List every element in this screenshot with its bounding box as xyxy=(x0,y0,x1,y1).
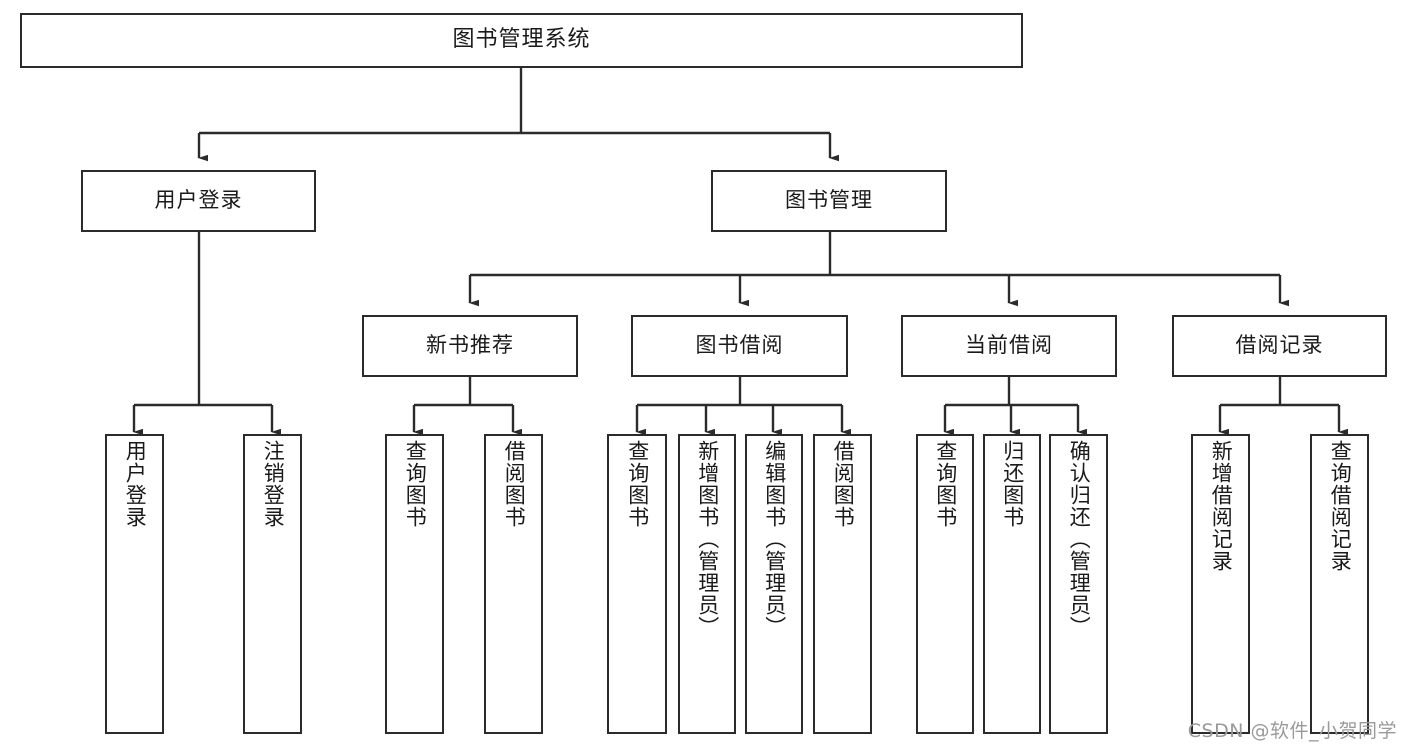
node-leaf-add-record-label: 新增借阅记录 xyxy=(1209,440,1234,572)
node-leaf-query-book-2[interactable]: 查询图书 xyxy=(607,434,667,734)
node-leaf-query-book-1-label: 查询图书 xyxy=(403,440,428,528)
node-leaf-borrow-book-2[interactable]: 借阅图书 xyxy=(813,434,872,734)
node-book-management[interactable]: 图书管理 xyxy=(711,170,947,232)
node-leaf-borrow-book-2-label: 借阅图书 xyxy=(831,440,856,528)
node-borrow-record[interactable]: 借阅记录 xyxy=(1172,315,1387,377)
node-leaf-add-record[interactable]: 新增借阅记录 xyxy=(1191,434,1250,734)
node-book-management-label: 图书管理 xyxy=(785,188,873,213)
node-leaf-add-book-label: 新增图书（管理员） xyxy=(695,440,720,638)
node-current-borrow-label: 当前借阅 xyxy=(965,333,1053,358)
node-book-borrow[interactable]: 图书借阅 xyxy=(631,315,848,377)
node-leaf-return-book-label: 归还图书 xyxy=(1000,440,1025,528)
node-leaf-query-record[interactable]: 查询借阅记录 xyxy=(1310,434,1369,734)
node-user-login-label: 用户登录 xyxy=(154,188,243,213)
node-leaf-borrow-book-1-label: 借阅图书 xyxy=(502,440,527,528)
node-leaf-user-login[interactable]: 用户登录 xyxy=(105,434,164,734)
node-leaf-confirm-return[interactable]: 确认归还（管理员） xyxy=(1049,434,1108,734)
node-leaf-logout[interactable]: 注销登录 xyxy=(243,434,302,734)
node-leaf-query-book-1[interactable]: 查询图书 xyxy=(385,434,444,734)
node-book-borrow-label: 图书借阅 xyxy=(695,333,784,358)
node-leaf-return-book[interactable]: 归还图书 xyxy=(983,434,1041,734)
node-leaf-query-book-3[interactable]: 查询图书 xyxy=(916,434,974,734)
node-root[interactable]: 图书管理系统 xyxy=(20,13,1023,68)
node-borrow-record-label: 借阅记录 xyxy=(1235,333,1324,358)
node-leaf-query-book-3-label: 查询图书 xyxy=(933,440,958,528)
node-new-book-recommend-label: 新书推荐 xyxy=(426,333,514,358)
node-user-login[interactable]: 用户登录 xyxy=(81,170,316,232)
node-leaf-confirm-return-label: 确认归还（管理员） xyxy=(1067,440,1092,638)
node-leaf-edit-book-label: 编辑图书（管理员） xyxy=(762,440,787,638)
node-leaf-add-book[interactable]: 新增图书（管理员） xyxy=(678,434,736,734)
node-leaf-logout-label: 注销登录 xyxy=(261,440,286,528)
node-new-book-recommend[interactable]: 新书推荐 xyxy=(362,315,578,377)
node-leaf-borrow-book-1[interactable]: 借阅图书 xyxy=(484,434,543,734)
node-leaf-query-book-2-label: 查询图书 xyxy=(625,440,650,528)
node-leaf-user-login-label: 用户登录 xyxy=(123,440,148,528)
node-leaf-edit-book[interactable]: 编辑图书（管理员） xyxy=(745,434,803,734)
node-leaf-query-record-label: 查询借阅记录 xyxy=(1328,440,1353,572)
node-current-borrow[interactable]: 当前借阅 xyxy=(901,315,1117,377)
node-root-label: 图书管理系统 xyxy=(452,27,591,53)
